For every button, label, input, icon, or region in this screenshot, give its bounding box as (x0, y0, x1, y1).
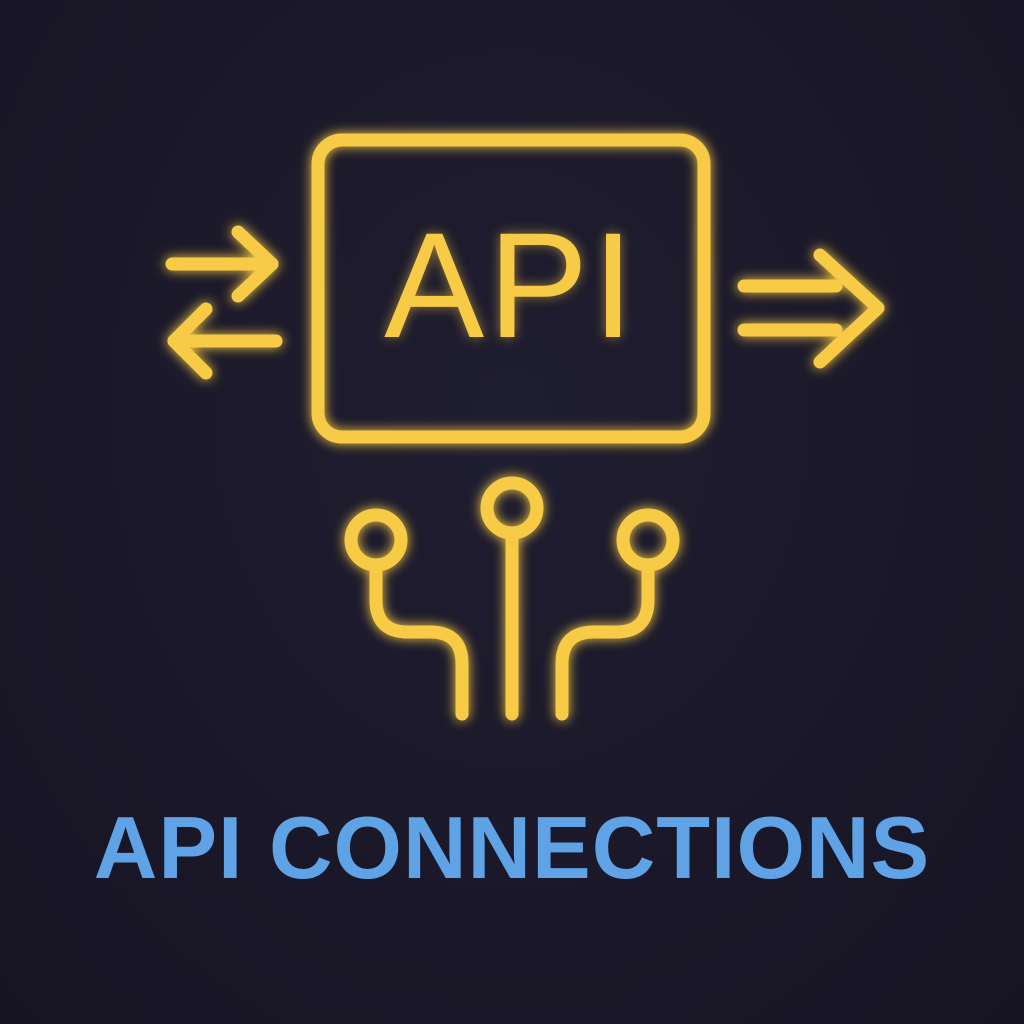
api-box-label: API (384, 201, 638, 369)
api-icon-illustration (165, 133, 885, 721)
api-box-frame (311, 133, 711, 444)
caption-title: API CONNECTIONS (93, 798, 931, 897)
circuit-connector-icon (344, 476, 680, 721)
double-line-arrow-icon (737, 248, 885, 369)
bidirectional-arrows-icon (165, 225, 283, 380)
